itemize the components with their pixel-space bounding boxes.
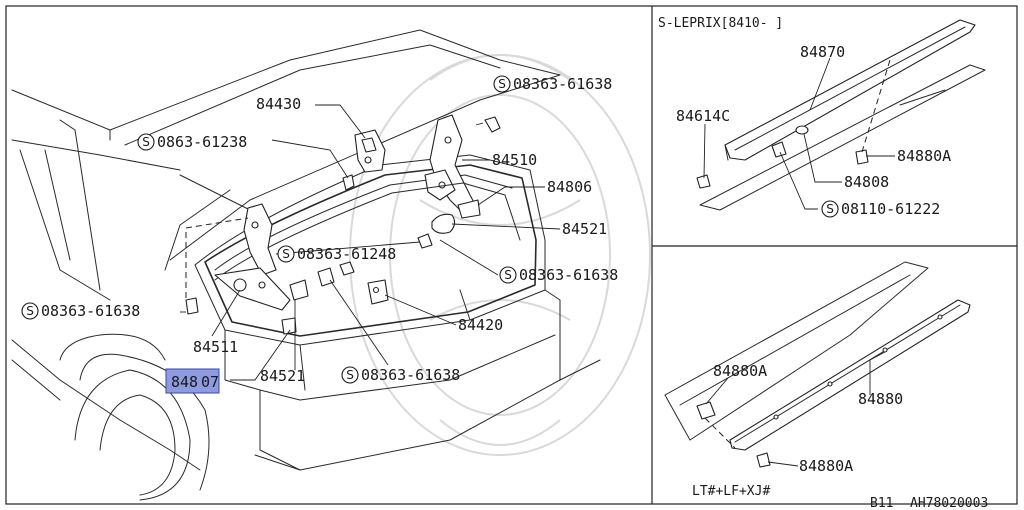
callout-08363-61638-bottom: 08363-61638 bbox=[361, 366, 460, 384]
trunk-lid-panel-bottom-right bbox=[664, 261, 929, 441]
callout-84880: 84880 bbox=[858, 390, 903, 408]
callout-84880a-bottom-right-top: 84880A bbox=[713, 362, 767, 380]
standard-part-s: S bbox=[282, 247, 290, 261]
outer-frame bbox=[5, 5, 1018, 505]
spoiler-84870 bbox=[724, 19, 976, 161]
standard-part-s: S bbox=[826, 202, 834, 216]
callout-84521-bottom: 84521 bbox=[260, 367, 305, 385]
callout-84880a-top-right: 84880A bbox=[897, 147, 951, 165]
callout-0863-61238: 0863-61238 bbox=[157, 133, 247, 151]
callout-08363-61638-top: 08363-61638 bbox=[513, 75, 612, 93]
standard-part-symbol bbox=[499, 266, 517, 284]
callout-84807-prefix: 848 bbox=[171, 373, 198, 391]
leader-lines-main bbox=[180, 104, 561, 381]
callout-08110-61222-group: S 08110-61222 bbox=[821, 200, 940, 218]
standard-part-symbol bbox=[137, 133, 155, 151]
callout-84510: 84510 bbox=[492, 151, 537, 169]
callout-84521-right: 84521 bbox=[562, 220, 607, 238]
fastener-parts-bottom-right bbox=[696, 401, 771, 468]
callout-0863-61238-group: S 0863-61238 bbox=[137, 133, 247, 151]
standard-part-symbol bbox=[21, 302, 39, 320]
callout-84807-highlight[interactable] bbox=[165, 368, 220, 394]
callout-84420: 84420 bbox=[458, 316, 503, 334]
bumper-84521-right bbox=[431, 213, 456, 234]
top-right-panel: S-LEPRIX[8410- ] 84870 8 bbox=[658, 16, 986, 218]
bolt-08363-61638-top bbox=[475, 116, 501, 133]
car-body-outline bbox=[11, 29, 601, 501]
footer: B11 AH78020003 bbox=[870, 496, 988, 510]
hinge-left-assembly bbox=[214, 203, 291, 311]
callout-08363-61638-mid: 08363-61638 bbox=[519, 266, 618, 284]
standard-part-s: S bbox=[26, 304, 34, 318]
variant-heading: S-LEPRIX[8410- ] bbox=[658, 16, 783, 31]
callout-08363-61248-group: S 08363-61248 bbox=[277, 245, 396, 263]
trunk-lid-panel-top-right bbox=[699, 64, 986, 211]
striker-84420 bbox=[367, 279, 389, 305]
standard-part-s: S bbox=[504, 268, 512, 282]
bolt-08363-61248 bbox=[339, 233, 433, 276]
callout-84511: 84511 bbox=[193, 338, 238, 356]
bolt-08363-61638-bottom bbox=[317, 267, 335, 287]
watermark-emblem bbox=[349, 54, 651, 456]
weatherstrip-84806 bbox=[214, 182, 521, 281]
callout-08363-61248: 08363-61248 bbox=[297, 245, 396, 263]
callout-84806: 84806 bbox=[547, 178, 592, 196]
applicability-code: LT#+LF+XJ# bbox=[692, 484, 770, 499]
dash-line-top-right bbox=[861, 59, 891, 153]
callout-08110-61222: 08110-61222 bbox=[841, 200, 940, 218]
callout-08363-61638-mid-group: S 08363-61638 bbox=[499, 266, 618, 284]
callout-08363-61638-left: 08363-61638 bbox=[41, 302, 140, 320]
callout-08363-61638-top-group: S 08363-61638 bbox=[493, 75, 612, 93]
leader-lines-top-right bbox=[703, 57, 895, 210]
callout-84614c: 84614C bbox=[676, 107, 730, 125]
standard-part-symbol bbox=[821, 200, 839, 218]
bottom-right-panel: 84880A 84880 84880A LT#+LF+XJ# bbox=[664, 261, 971, 499]
hinge-84430 bbox=[354, 129, 386, 173]
standard-part-s: S bbox=[498, 77, 506, 91]
standard-part-symbol bbox=[493, 75, 511, 93]
callout-84870: 84870 bbox=[800, 43, 845, 61]
callout-08363-61638-left-group: S 08363-61638 bbox=[21, 302, 140, 320]
callout-84430: 84430 bbox=[256, 95, 301, 113]
spoiler-bar-84880 bbox=[729, 299, 971, 451]
callout-08363-61638-bottom-group: S 08363-61638 bbox=[341, 366, 460, 384]
bumper-84807 bbox=[281, 317, 297, 335]
model-code: B11 bbox=[870, 496, 893, 510]
callout-84808: 84808 bbox=[844, 173, 889, 191]
leader-lines-bottom-right bbox=[705, 351, 886, 467]
bumper-84521-bottom bbox=[289, 279, 309, 301]
callout-84807-group[interactable]: 848 07 bbox=[165, 368, 220, 394]
dash-line-left bbox=[185, 217, 249, 229]
callout-84880a-bottom-right-bottom: 84880A bbox=[799, 457, 853, 475]
bolt-0863-61238 bbox=[342, 174, 355, 191]
standard-part-symbol bbox=[277, 245, 295, 263]
standard-part-s: S bbox=[142, 135, 150, 149]
callout-84807-suffix: 07 bbox=[201, 373, 219, 391]
standard-part-symbol bbox=[341, 366, 359, 384]
bolt-08363-61638-left bbox=[185, 297, 199, 315]
standard-part-s: S bbox=[346, 368, 354, 382]
dash-line-bottom-right bbox=[704, 417, 736, 449]
figure-id: AH78020003 bbox=[910, 496, 988, 510]
hinge-84510 bbox=[424, 114, 481, 219]
main-panel: 84430 S 0863-61238 S 08363-61638 84510 8… bbox=[11, 29, 618, 501]
